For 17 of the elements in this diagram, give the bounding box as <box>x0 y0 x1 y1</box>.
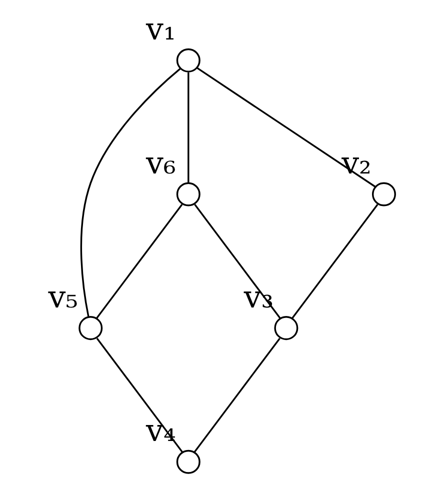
node-circle <box>176 48 200 72</box>
connector <box>96 204 183 319</box>
connector <box>96 338 184 453</box>
node-label: v₁ <box>146 12 176 48</box>
connector <box>80 68 181 318</box>
node-circle <box>372 182 396 206</box>
connector <box>292 204 378 319</box>
connector <box>194 338 280 453</box>
connector <box>196 67 376 188</box>
node-circle <box>78 316 103 340</box>
connector <box>188 72 190 183</box>
node-circle <box>176 182 200 206</box>
node-circle <box>274 316 298 340</box>
connector <box>194 204 281 319</box>
node-label: v₆ <box>146 145 176 182</box>
node-circle <box>176 450 200 474</box>
node-label: v₅ <box>48 279 78 316</box>
